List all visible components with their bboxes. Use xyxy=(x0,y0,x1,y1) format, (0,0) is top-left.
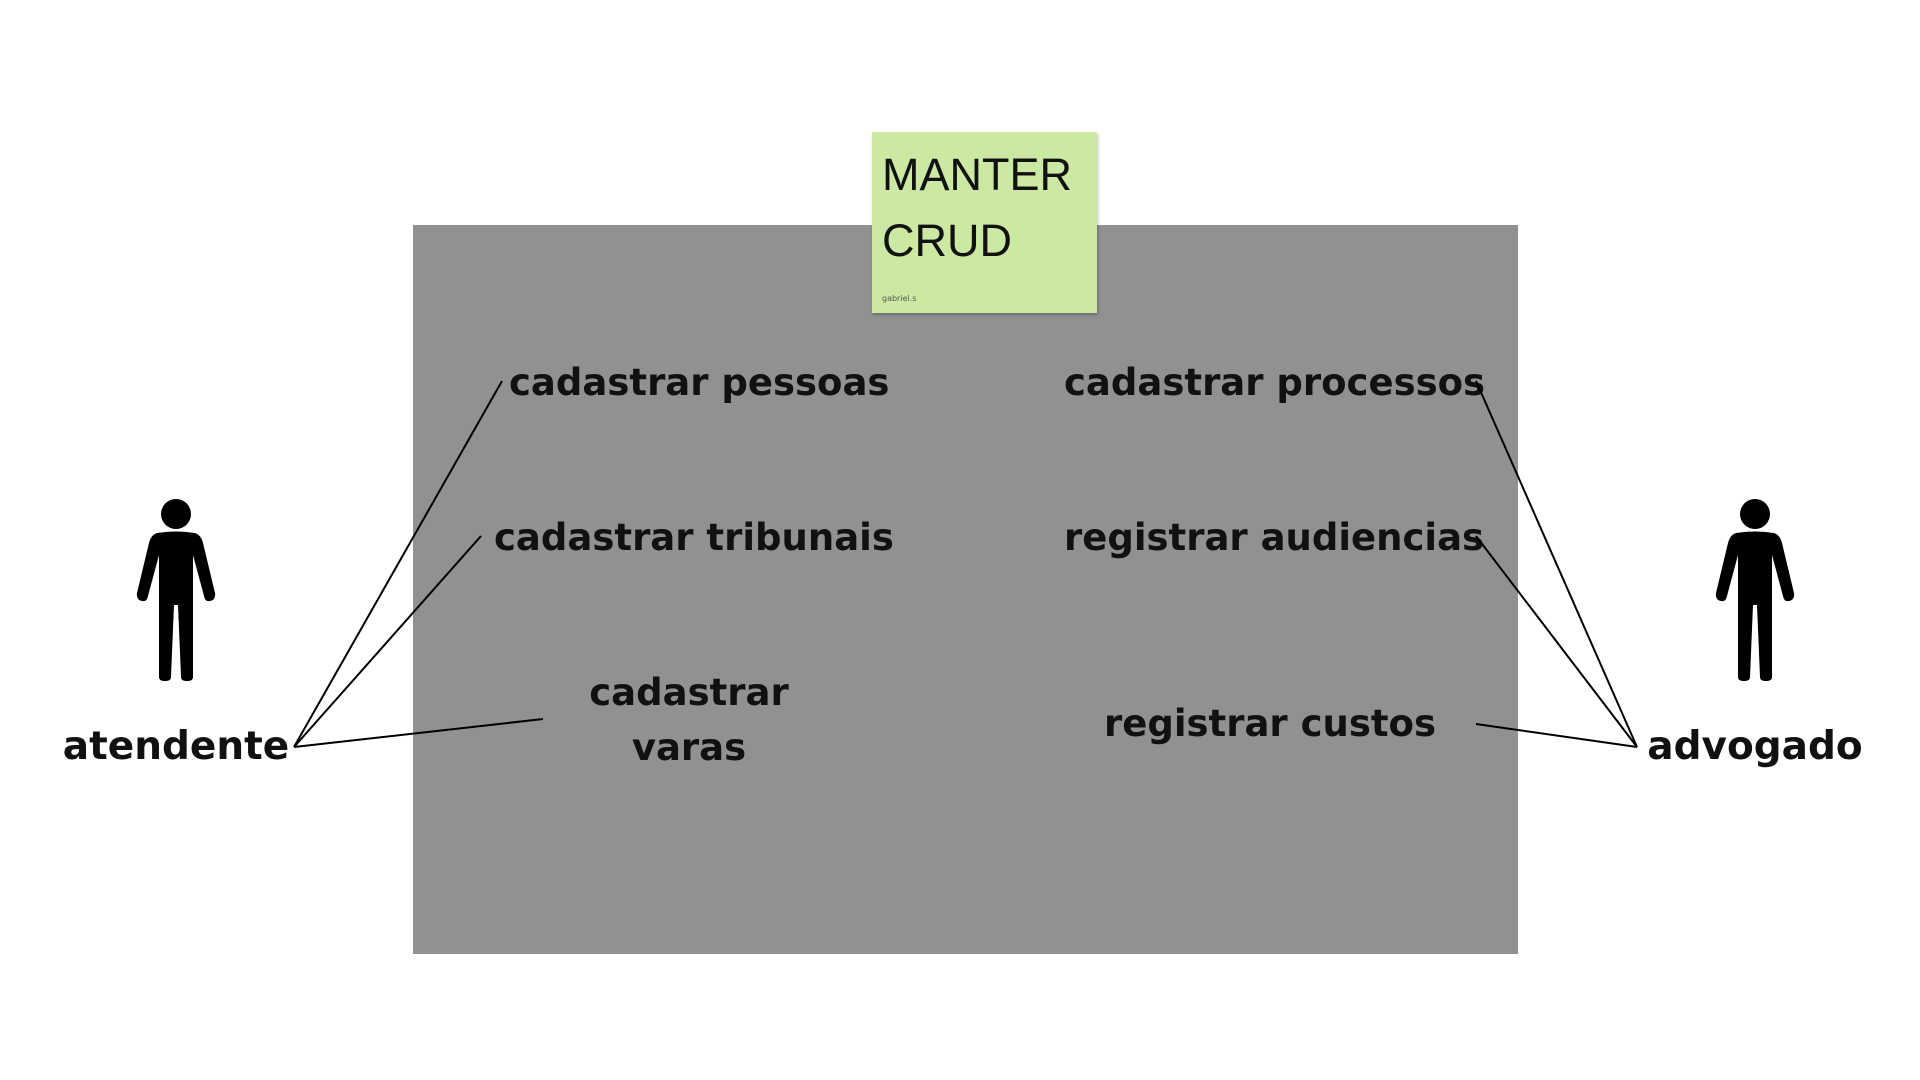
usecase-cadastrar-processos[interactable]: cadastrar processos xyxy=(1064,361,1486,404)
usecase-registrar-audiencias[interactable]: registrar audiencias xyxy=(1064,516,1485,559)
usecase-cadastrar-varas[interactable]: cadastrar varas xyxy=(589,671,789,769)
association-atendente-cadastrar-varas xyxy=(293,718,544,748)
actor-advogado-label: advogado xyxy=(1647,724,1863,769)
association-atendente-cadastrar-tribunais xyxy=(293,535,482,748)
person-icon xyxy=(136,499,216,681)
association-advogado-registrar-audiencias xyxy=(1475,535,1638,748)
sticky-note-author: gabriel.s xyxy=(882,294,917,303)
actor-atendente-label: atendente xyxy=(62,724,290,769)
association-atendente-cadastrar-pessoas xyxy=(293,380,503,748)
association-advogado-registrar-custos xyxy=(1475,723,1638,748)
usecase-cadastrar-pessoas[interactable]: cadastrar pessoas xyxy=(509,361,890,404)
system-boundary xyxy=(413,225,1518,954)
association-advogado-cadastrar-processos xyxy=(1475,380,1638,748)
sticky-note[interactable]: MANTER CRUD gabriel.s xyxy=(872,132,1097,313)
usecase-cadastrar-tribunais[interactable]: cadastrar tribunais xyxy=(494,516,894,559)
person-icon xyxy=(1715,499,1795,681)
sticky-note-title: MANTER CRUD xyxy=(882,149,1072,266)
usecase-registrar-custos[interactable]: registrar custos xyxy=(1104,702,1436,745)
